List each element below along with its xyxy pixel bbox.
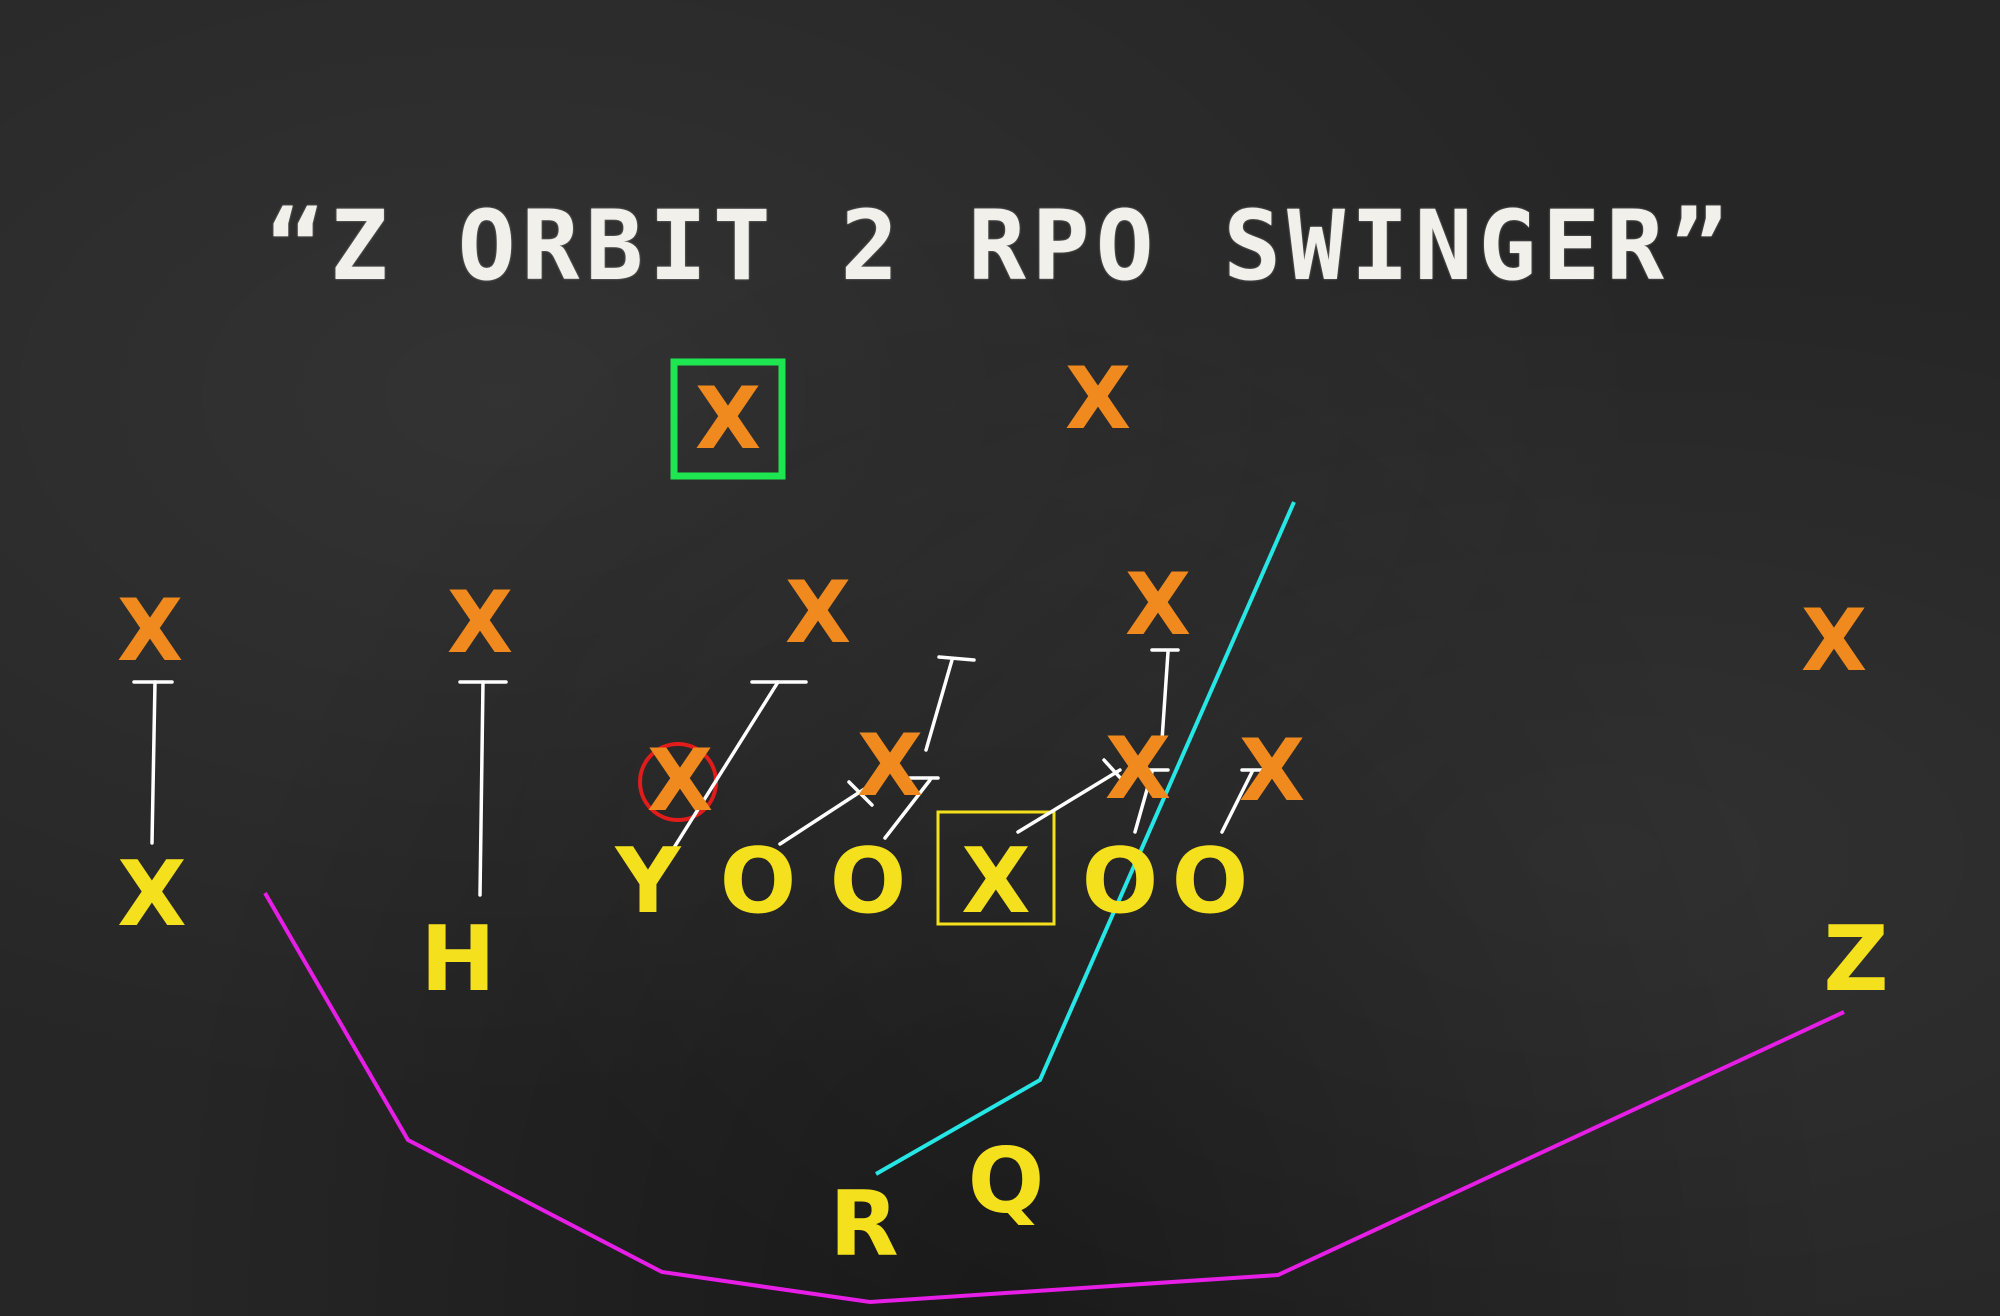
- defender-linebacker-right: X: [1125, 555, 1191, 655]
- offense-right-guard: O: [1082, 829, 1159, 934]
- offense-right-tackle: O: [1172, 829, 1249, 934]
- center-box: [936, 810, 1056, 926]
- orbit-route: [875, 501, 1296, 1176]
- offense-running-back: R: [829, 1172, 898, 1277]
- defender-tackle-right: X: [1105, 719, 1171, 819]
- key-defender-box: [670, 358, 786, 480]
- offense-h-back: H: [420, 907, 495, 1012]
- defender-corner-left: X: [117, 581, 183, 681]
- defender-linebacker-left: X: [785, 563, 851, 663]
- defender-end-right: X: [1239, 721, 1305, 821]
- offense-left-guard: O: [830, 829, 907, 934]
- offense-x-receiver: X: [117, 842, 186, 947]
- defender-corner-right: X: [1801, 591, 1867, 691]
- defender-safety-right: X: [1065, 349, 1131, 449]
- defender-safety-left: X: [695, 369, 761, 469]
- blocking-assignments: [132, 648, 1272, 897]
- offense-center: X: [961, 829, 1030, 934]
- defender-apex-left: X: [447, 573, 513, 673]
- swing-route: [263, 891, 1845, 1305]
- offense-y-end: Y: [614, 829, 682, 934]
- offense-quarterback: Q: [968, 1129, 1045, 1234]
- offense-left-tackle: O: [720, 829, 797, 934]
- defender-tackle-left: X: [857, 716, 923, 816]
- offense-z-receiver: Z: [1823, 907, 1888, 1012]
- play-title: “Z ORBIT 2 RPO SWINGER”: [266, 190, 1734, 302]
- defender-end-left: X: [647, 731, 713, 831]
